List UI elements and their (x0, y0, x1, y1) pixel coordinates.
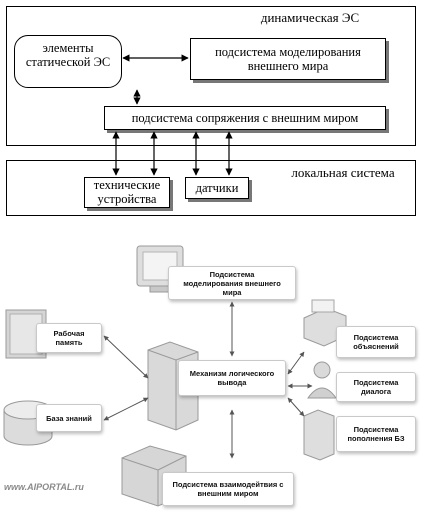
inference-engine-card: Механизм логического вывода (178, 360, 286, 396)
interface-subsystem-label: подсистема сопряжения с внешним миром (131, 111, 359, 125)
pc-tower-icon (303, 409, 335, 461)
interface-subsystem-box (104, 106, 386, 130)
dynamic-es-label: динамическая ЭС (260, 10, 360, 25)
watermark-text: www.AIPORTAL.ru (4, 482, 84, 492)
world-modeling-label: подсистема моделирования внешнего мира (215, 45, 361, 73)
working-memory-card: Рабочая память (36, 323, 102, 353)
dialog-card: Подсистема диалога (336, 372, 416, 402)
arrow-inference-explanations (287, 351, 305, 375)
watermark-logo: www.AIPORTAL.ru (4, 482, 144, 494)
sensors-box (185, 177, 249, 199)
world-modeling-card: Подсистема моделирования внешнего мира (168, 266, 296, 300)
arrow-inference-kb-update (287, 397, 305, 417)
user-icon (307, 361, 337, 399)
explanations-card: Подсистема объяснений (336, 326, 416, 358)
static-es-elements-box (14, 35, 122, 88)
sensors-label: датчики (195, 181, 239, 195)
arrow-kb-inference (103, 397, 149, 421)
knowledge-base-card: База знаний (36, 404, 102, 432)
tech-devices-label: технические устройства (93, 178, 161, 206)
arrow-memory-inference (103, 335, 149, 379)
kb-update-card: Подсистема пополнения БЗ (336, 416, 416, 452)
world-interaction-card: Подсистема взаимодейтвия с внешним миром (162, 472, 294, 506)
world-modeling-box (190, 38, 386, 80)
printer-icon (303, 299, 347, 347)
tech-devices-box (84, 177, 170, 208)
static-es-elements-label: элементы статической ЭС (25, 41, 111, 69)
local-system-label: локальная система (291, 165, 395, 180)
